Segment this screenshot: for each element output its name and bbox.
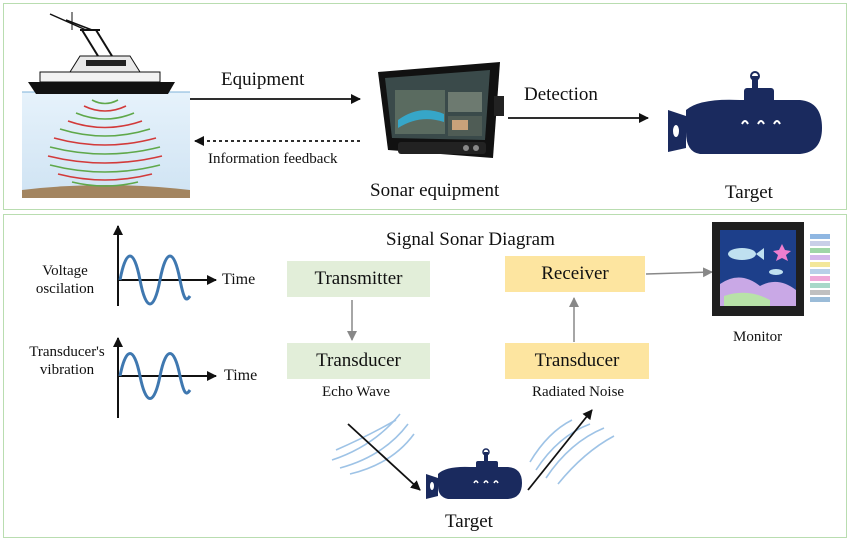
information-feedback-label: Information feedback <box>208 151 338 167</box>
top-target-label: Target <box>725 182 773 203</box>
echo-waves <box>331 413 615 485</box>
diagram-title: Signal Sonar Diagram <box>386 229 555 250</box>
receiver-transducer-block: Transducer <box>505 343 649 379</box>
radiated-noise-label: Radiated Noise <box>532 384 625 400</box>
sonar-equipment-label: Sonar equipment <box>370 180 500 201</box>
vibration-plot <box>113 337 217 418</box>
detection-label: Detection <box>524 84 598 105</box>
submarine-icon <box>426 448 522 499</box>
transmitter-block: Transmitter <box>287 261 430 297</box>
time-label: Time <box>222 271 256 288</box>
fishing-boat-icon <box>22 12 190 198</box>
monitor-icon <box>712 222 830 316</box>
echo-wave-label: Echo Wave <box>322 384 391 400</box>
sonar-device-icon <box>378 62 504 158</box>
receiver-block: Receiver <box>505 256 645 292</box>
voltage-plot <box>113 225 217 306</box>
signal-diagram-panel <box>3 214 847 538</box>
transmitter-transducer-block: Transducer <box>287 343 430 379</box>
submarine-icon <box>668 71 822 154</box>
bottom-target-label: Target <box>445 511 493 532</box>
voltage-label: Voltage oscilation <box>35 263 95 297</box>
time-label: Time <box>224 367 258 384</box>
monitor-label: Monitor <box>733 329 783 345</box>
equipment-panel <box>3 3 847 210</box>
transducer-vibration-label: Transducer's vibration <box>29 344 105 378</box>
equipment-label: Equipment <box>221 69 305 90</box>
